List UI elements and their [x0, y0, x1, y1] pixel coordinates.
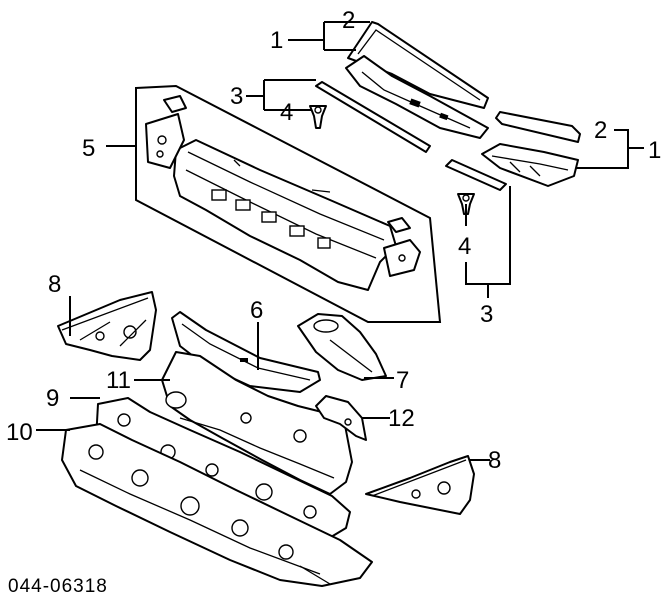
callout-label: 12 — [388, 405, 415, 432]
cowl-bracket — [297, 313, 387, 381]
dash-upper-panel — [161, 351, 353, 495]
callout-label: 1 — [270, 27, 283, 54]
cowl-seal-lower — [445, 159, 507, 191]
callout-label: 10 — [6, 419, 33, 446]
callout-label: 5 — [82, 135, 95, 162]
cowl-side-brace-left — [57, 291, 157, 361]
cowl-seal-upper — [315, 81, 431, 153]
callout-label: 7 — [396, 367, 409, 394]
callout-label: 6 — [250, 297, 263, 324]
callout-label: 2 — [594, 117, 607, 144]
callout-label: 11 — [106, 367, 131, 394]
cowl-top-panel — [345, 21, 581, 143]
callout-label: 3 — [480, 301, 493, 328]
part-number-code: 044-06318 — [8, 576, 108, 597]
callout-labels: 1 2 3 4 5 2 1 4 3 8 6 11 7 9 12 10 8 — [6, 7, 661, 474]
callout-label: 2 — [342, 7, 355, 34]
dash-insulator — [61, 423, 373, 587]
cowl-panel-frame — [135, 84, 442, 323]
brace-small — [315, 395, 367, 441]
cowl-side-brace-right — [365, 455, 475, 515]
callout-label: 4 — [280, 99, 293, 126]
callout-label: 8 — [488, 447, 501, 474]
callout-label: 3 — [230, 83, 243, 110]
cowl-panel — [145, 95, 421, 291]
callout-label: 1 — [648, 137, 661, 164]
callout-label: 8 — [48, 271, 61, 298]
callout-label: 4 — [458, 233, 471, 260]
clip-upper — [309, 105, 327, 129]
callout-label: 9 — [46, 385, 59, 412]
leader-lines — [36, 21, 644, 461]
